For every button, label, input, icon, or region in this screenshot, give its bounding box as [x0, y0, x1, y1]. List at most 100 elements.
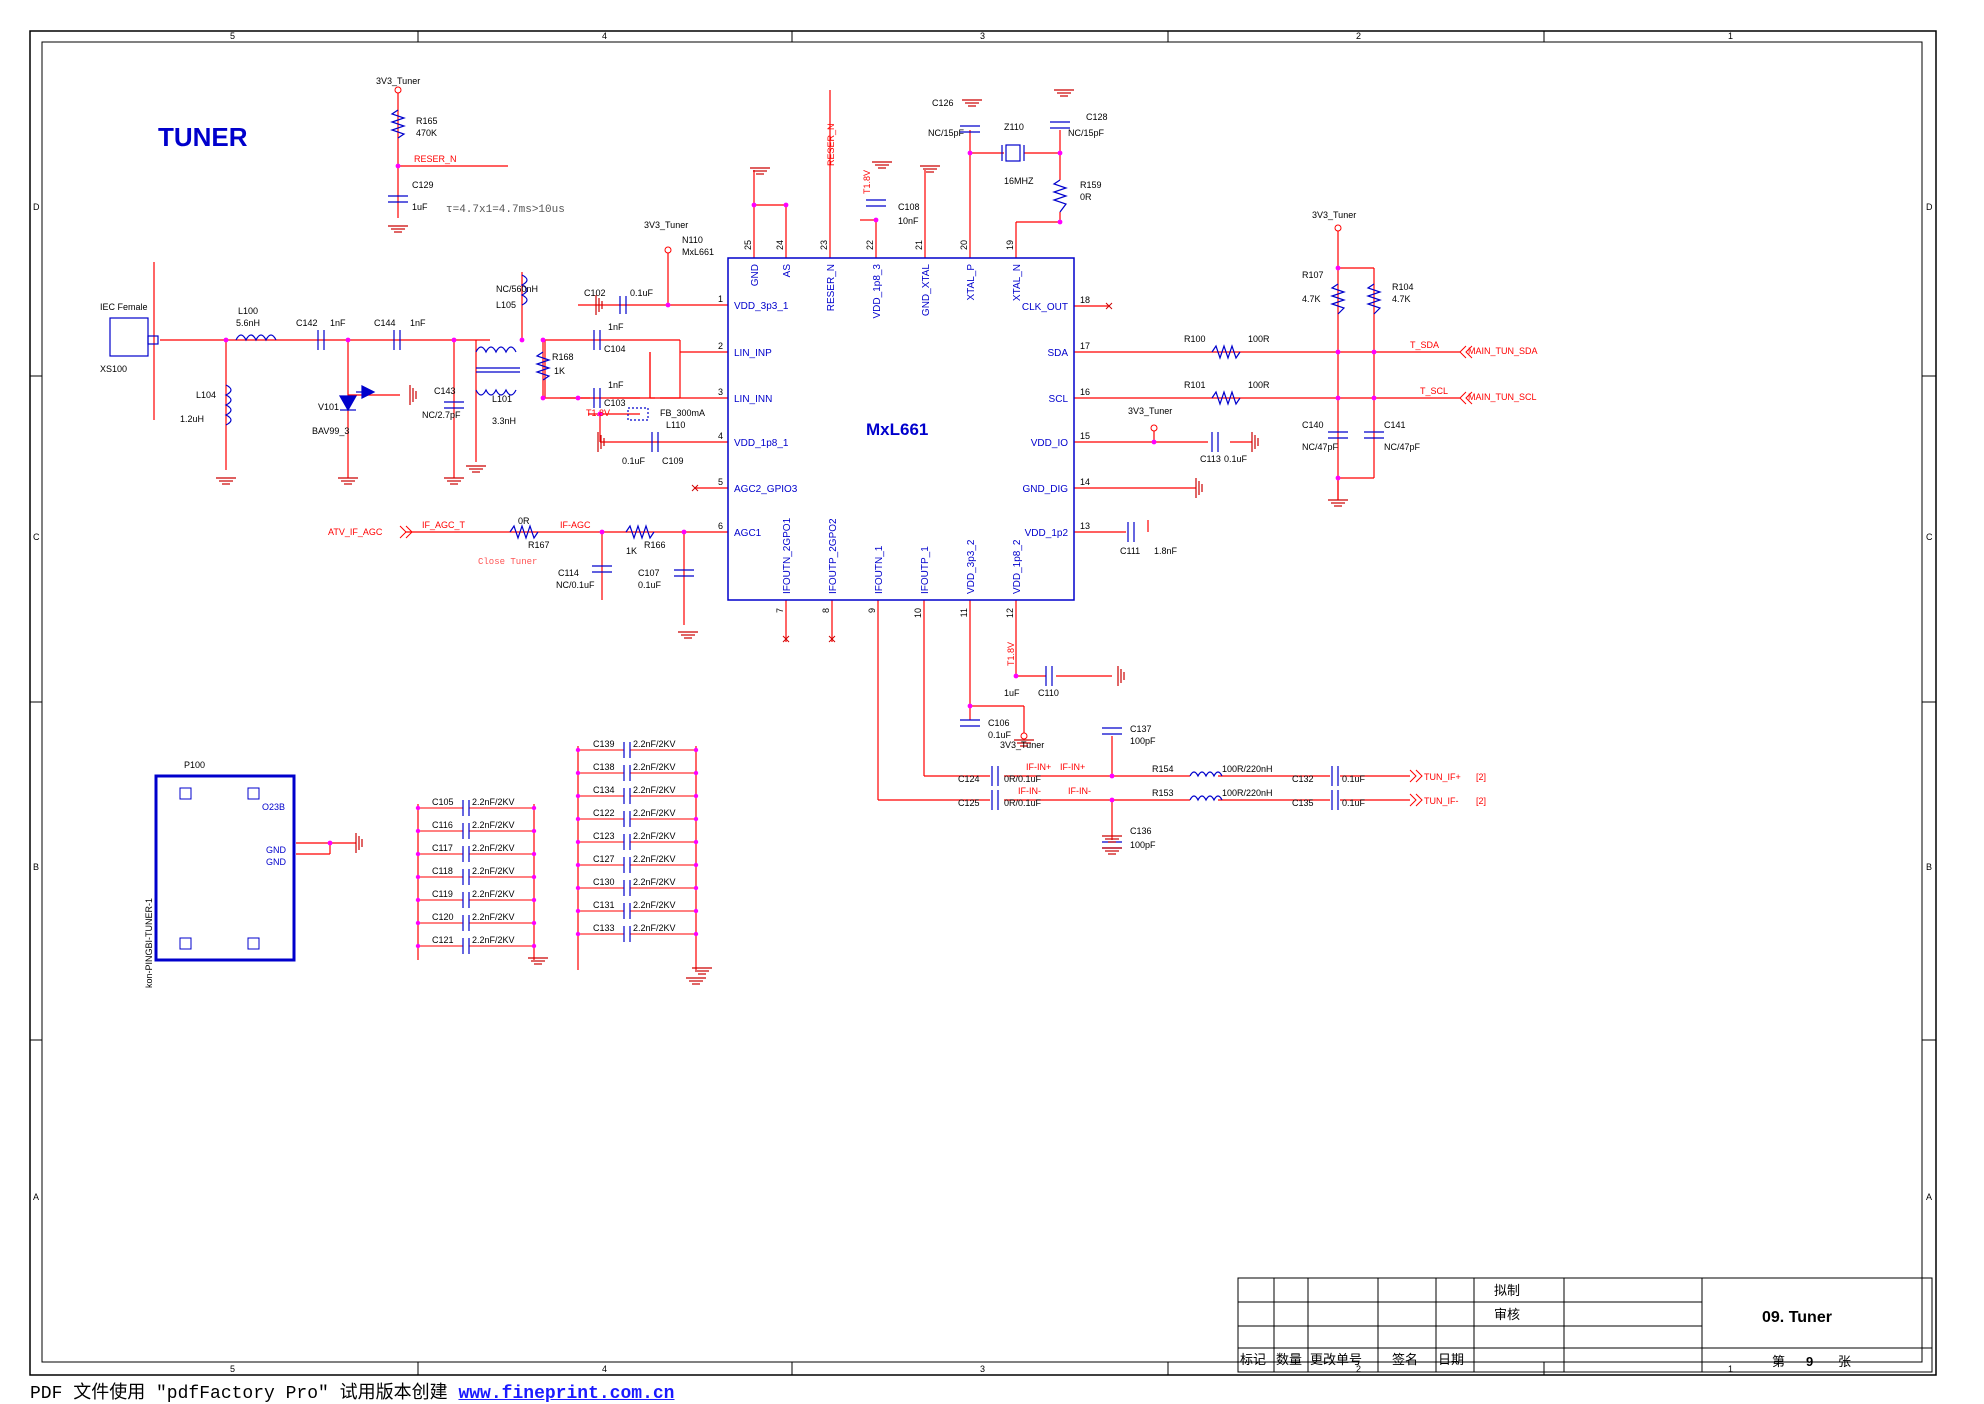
cap-ref: C105: [432, 797, 454, 807]
label-c104: C104: [604, 344, 626, 354]
pin-name: RESER_N: [826, 264, 837, 311]
label-r104: R104: [1392, 282, 1414, 292]
label-ifagct: IF_AGC_T: [422, 520, 466, 530]
pin-name: AS: [782, 264, 793, 278]
label-c104v: 1nF: [608, 322, 624, 332]
grid-col-bottom: 3: [980, 1364, 985, 1374]
chip-right-pins: 18CLK_OUT17SDA16SCL15VDD_IO14GND_DIG13VD…: [1022, 295, 1090, 539]
label-c106v: 0.1uF: [988, 730, 1012, 740]
wires: [153, 90, 1460, 970]
label-c103: C103: [604, 398, 626, 408]
grid-col-bottom: 5: [230, 1364, 235, 1374]
label-p100part: kon-PINGBI-TUNER-1: [144, 898, 154, 988]
tb-review: 审核: [1494, 1307, 1520, 1322]
cap-ref: C122: [593, 808, 615, 818]
label-l101: L101: [492, 394, 512, 404]
label-ifagc: IF-AGC: [560, 520, 591, 530]
pin-num: 4: [718, 431, 723, 441]
cap-value: 2.2nF/2KV: [633, 831, 676, 841]
pin-num: 5: [718, 477, 723, 487]
label-c108v: 10nF: [898, 216, 919, 226]
pin-name: VDD_3p3_1: [734, 301, 789, 312]
label-tscl: T_SCL: [1420, 386, 1448, 396]
grid-col-top: 1: [1728, 31, 1733, 41]
tb-col-sign: 签名: [1392, 1352, 1418, 1367]
pin-name: IFOUTP_2GPO2: [828, 518, 839, 594]
label-c124: C124: [958, 774, 980, 784]
tb-col-mark: 标记: [1240, 1352, 1266, 1367]
ground-symbols: [216, 89, 1348, 985]
label-l100v: 5.6nH: [236, 318, 260, 328]
label-iec: IEC Female: [100, 302, 148, 312]
outer-border: [29, 30, 1937, 1376]
cap-value: 2.2nF/2KV: [472, 843, 515, 853]
label-v3-d: 3V3_Tuner: [1128, 406, 1172, 416]
footer-link[interactable]: www.fineprint.com.cn: [458, 1384, 675, 1404]
pin-name: VDD_1p2: [1025, 528, 1069, 539]
cap-value: 2.2nF/2KV: [472, 797, 515, 807]
label-c103v: 1nF: [608, 380, 624, 390]
grid-col-top: 2: [1356, 31, 1361, 41]
label-c125: C125: [958, 798, 980, 808]
pin-num: 2: [718, 341, 723, 351]
label-r153: R153: [1152, 788, 1174, 798]
label-c132: C132: [1292, 774, 1314, 784]
label-c137v: 100pF: [1130, 736, 1156, 746]
tb-title: 09. Tuner: [1762, 1309, 1832, 1326]
label-r101: R101: [1184, 380, 1206, 390]
cap-value: 2.2nF/2KV: [472, 820, 515, 830]
cap-value: 2.2nF/2KV: [633, 739, 676, 749]
pin-num: 1: [718, 294, 723, 304]
pin-name: SDA: [1047, 348, 1068, 359]
tb-col-change: 更改单号: [1310, 1352, 1362, 1367]
label-v3-e: 3V3_Tuner: [1000, 740, 1044, 750]
label-ifinn-b: IF-IN-: [1068, 786, 1091, 796]
cap-ref: C123: [593, 831, 615, 841]
pin-name: GND: [750, 264, 761, 286]
label-tau: τ=4.7x1=4.7ms>10us: [446, 204, 565, 216]
label-c109: C109: [662, 456, 684, 466]
pin-num: 19: [1005, 240, 1015, 250]
cap-ref: C118: [432, 866, 453, 876]
label-close: Close Tuner: [478, 557, 537, 567]
label-c110v: 1uF: [1004, 688, 1020, 698]
label-t18-vert: T1.8V: [862, 170, 872, 194]
grid-col-bottom: 4: [602, 1364, 607, 1374]
title-block: [1237, 1277, 1933, 1373]
pin-name: GND_XTAL: [921, 264, 932, 316]
pin-name: GND_DIG: [1022, 484, 1068, 495]
junction-nodes: [223, 150, 1377, 846]
label-c141v: NC/47pF: [1384, 442, 1421, 452]
label-p100: P100: [184, 760, 205, 770]
pin-num: 12: [1005, 608, 1015, 618]
label-gnd2: GND: [266, 857, 287, 867]
label-c141: C141: [1384, 420, 1406, 430]
tb-sheet-suffix: 张: [1838, 1354, 1851, 1369]
cap-ref: C120: [432, 912, 454, 922]
label-ifinp-b: IF-IN+: [1060, 762, 1085, 772]
cap-value: 2.2nF/2KV: [633, 854, 676, 864]
pin-num: 22: [865, 240, 875, 250]
pin-num: 13: [1080, 521, 1090, 531]
label-c107v: 0.1uF: [638, 580, 662, 590]
cap-value: 2.2nF/2KV: [633, 785, 676, 795]
pin-name: IFOUTN_1: [874, 545, 885, 594]
label-tsda: T_SDA: [1410, 340, 1439, 350]
component-labels: 3V3_Tuner R165 470K RESER_N C129 1uF τ=4…: [100, 76, 1538, 988]
label-c126: C126: [932, 98, 954, 108]
label-c143: C143: [434, 386, 456, 396]
footer-text: PDF 文件使用 "pdfFactory Pro" 试用版本创建: [30, 1384, 459, 1404]
pin-name: VDD_IO: [1031, 438, 1068, 449]
label-v3-c: 3V3_Tuner: [1312, 210, 1356, 220]
label-c114v: NC/0.1uF: [556, 580, 595, 590]
tb-col-qty: 数量: [1276, 1352, 1302, 1367]
port-arrows: [399, 345, 1473, 807]
label-c106: C106: [988, 718, 1010, 728]
cap-value: 2.2nF/2KV: [472, 889, 515, 899]
label-atv: ATV_IF_AGC: [328, 527, 383, 537]
label-c128: C128: [1086, 112, 1108, 122]
label-c114: C114: [558, 568, 579, 578]
grid-col-top: 4: [602, 31, 607, 41]
